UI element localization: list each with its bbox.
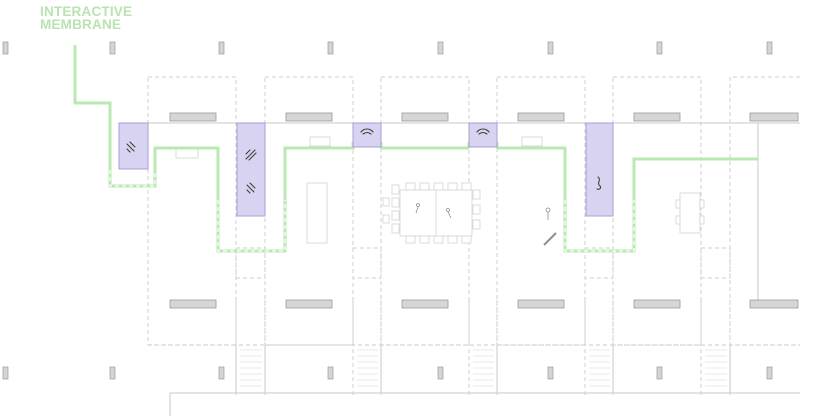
- window: [633, 299, 681, 309]
- membrane-label-line1: INTERACTIVE: [40, 4, 133, 19]
- window: [169, 112, 217, 122]
- column: [327, 366, 334, 380]
- chair: [472, 204, 481, 215]
- interactive-panel: [585, 122, 614, 217]
- grid-bay: [584, 247, 614, 279]
- desk: [521, 136, 543, 147]
- chair: [391, 197, 400, 208]
- windows-bottom: [169, 299, 799, 309]
- desk: [309, 136, 331, 147]
- column: [547, 366, 554, 380]
- window: [633, 112, 681, 122]
- column: [437, 41, 444, 55]
- column: [109, 41, 116, 55]
- hand-gesture-icon: [126, 141, 136, 153]
- chair: [433, 235, 444, 244]
- grid-bay: [352, 247, 382, 279]
- column: [656, 41, 663, 55]
- window: [517, 299, 565, 309]
- grid-bay: [235, 247, 266, 279]
- chair: [699, 215, 705, 225]
- chair: [433, 182, 444, 191]
- bench: [306, 182, 328, 244]
- chair: [419, 182, 430, 191]
- desk: [679, 192, 701, 234]
- chair: [382, 214, 390, 224]
- column: [218, 366, 225, 380]
- window: [749, 299, 799, 309]
- column: [766, 366, 773, 380]
- chair: [447, 182, 458, 191]
- column: [327, 41, 334, 55]
- interactive-panels: [118, 122, 614, 217]
- grid-bay: [700, 247, 731, 279]
- window: [285, 299, 333, 309]
- chair: [472, 219, 481, 230]
- chair: [461, 182, 472, 191]
- column: [437, 366, 444, 380]
- chair: [675, 199, 681, 209]
- chair: [391, 223, 400, 234]
- chair: [405, 235, 416, 244]
- column: [2, 366, 9, 380]
- window: [401, 299, 449, 309]
- chair: [472, 189, 481, 200]
- interactive-panel: [236, 122, 266, 217]
- column: [766, 41, 773, 55]
- windows-top: [169, 112, 799, 122]
- hand-gesture-icon: [246, 182, 256, 194]
- chair: [382, 197, 390, 207]
- column: [547, 41, 554, 55]
- gesture-icons: [126, 128, 602, 194]
- columns-bottom: [2, 366, 773, 380]
- column: [656, 366, 663, 380]
- people: [415, 203, 557, 246]
- membrane-dashes: [109, 170, 635, 252]
- chair: [419, 235, 430, 244]
- membrane-label-line2: MEMBRANE: [40, 17, 122, 32]
- column: [2, 41, 9, 55]
- chair: [461, 235, 472, 244]
- stairs: [240, 349, 727, 387]
- chair: [391, 210, 400, 221]
- window: [169, 299, 217, 309]
- window: [517, 112, 565, 122]
- interactive-panel: [468, 122, 498, 148]
- chair: [675, 215, 681, 225]
- chair: [391, 184, 400, 195]
- hand-gesture-icon: [245, 149, 257, 161]
- interactive-panel: [352, 122, 382, 148]
- furniture: [175, 136, 705, 244]
- hand-gesture-icon: [360, 128, 374, 135]
- hand-gesture-icon: [476, 128, 490, 135]
- lower-walls: [169, 345, 800, 416]
- column: [109, 366, 116, 380]
- column: [218, 41, 225, 55]
- hand-gesture-icon: [596, 176, 602, 190]
- window: [285, 112, 333, 122]
- chair: [447, 235, 458, 244]
- columns-top: [2, 41, 773, 55]
- window: [749, 112, 799, 122]
- chair: [405, 182, 416, 191]
- window: [401, 112, 449, 122]
- chair: [699, 199, 705, 209]
